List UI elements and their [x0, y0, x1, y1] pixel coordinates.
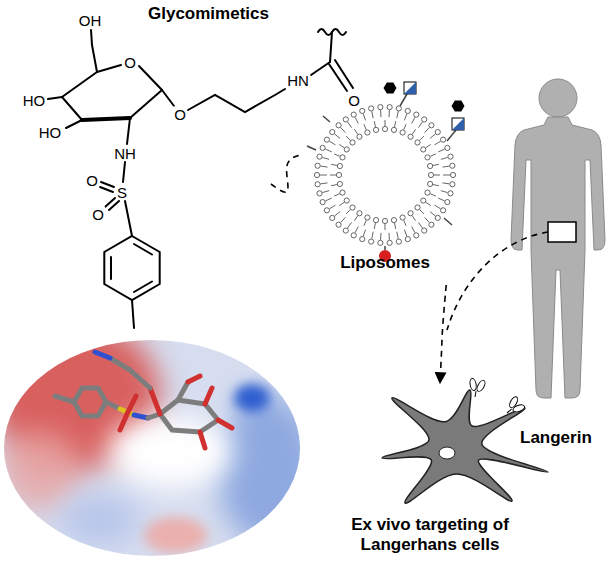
liposome-node: Liposomes: [300, 95, 472, 285]
human-figure: [447, 79, 605, 398]
atom-label: O: [347, 93, 361, 108]
dashed-arrow: [440, 285, 446, 383]
atom-label: O: [173, 107, 187, 122]
structure-panel: Glycomimetics: [10, 4, 271, 334]
atom-label: O: [123, 55, 137, 70]
chemical-structure: [48, 29, 353, 328]
atom-label: HO: [22, 93, 47, 108]
atom-label: HN: [286, 73, 310, 88]
atom-label: O: [85, 173, 99, 188]
atom-label: HO: [38, 125, 63, 140]
protein-surface: [0, 320, 318, 556]
caption-text: Ex vivo targeting of Langerhans cells: [347, 515, 513, 554]
atom-label: NH: [113, 146, 137, 161]
atom-label: O: [91, 207, 105, 222]
ligand-sticks: [55, 352, 232, 448]
dashed-arrow: [271, 155, 300, 192]
panel-heading: Glycomimetics: [148, 4, 269, 24]
node-label: Langerin: [520, 428, 592, 448]
atom-label: S: [116, 185, 128, 200]
cell-node: Langerin Ex vivo targeting of Langerhans …: [335, 383, 605, 559]
node-label: Liposomes: [300, 253, 470, 273]
atom-label: OH: [78, 13, 103, 28]
